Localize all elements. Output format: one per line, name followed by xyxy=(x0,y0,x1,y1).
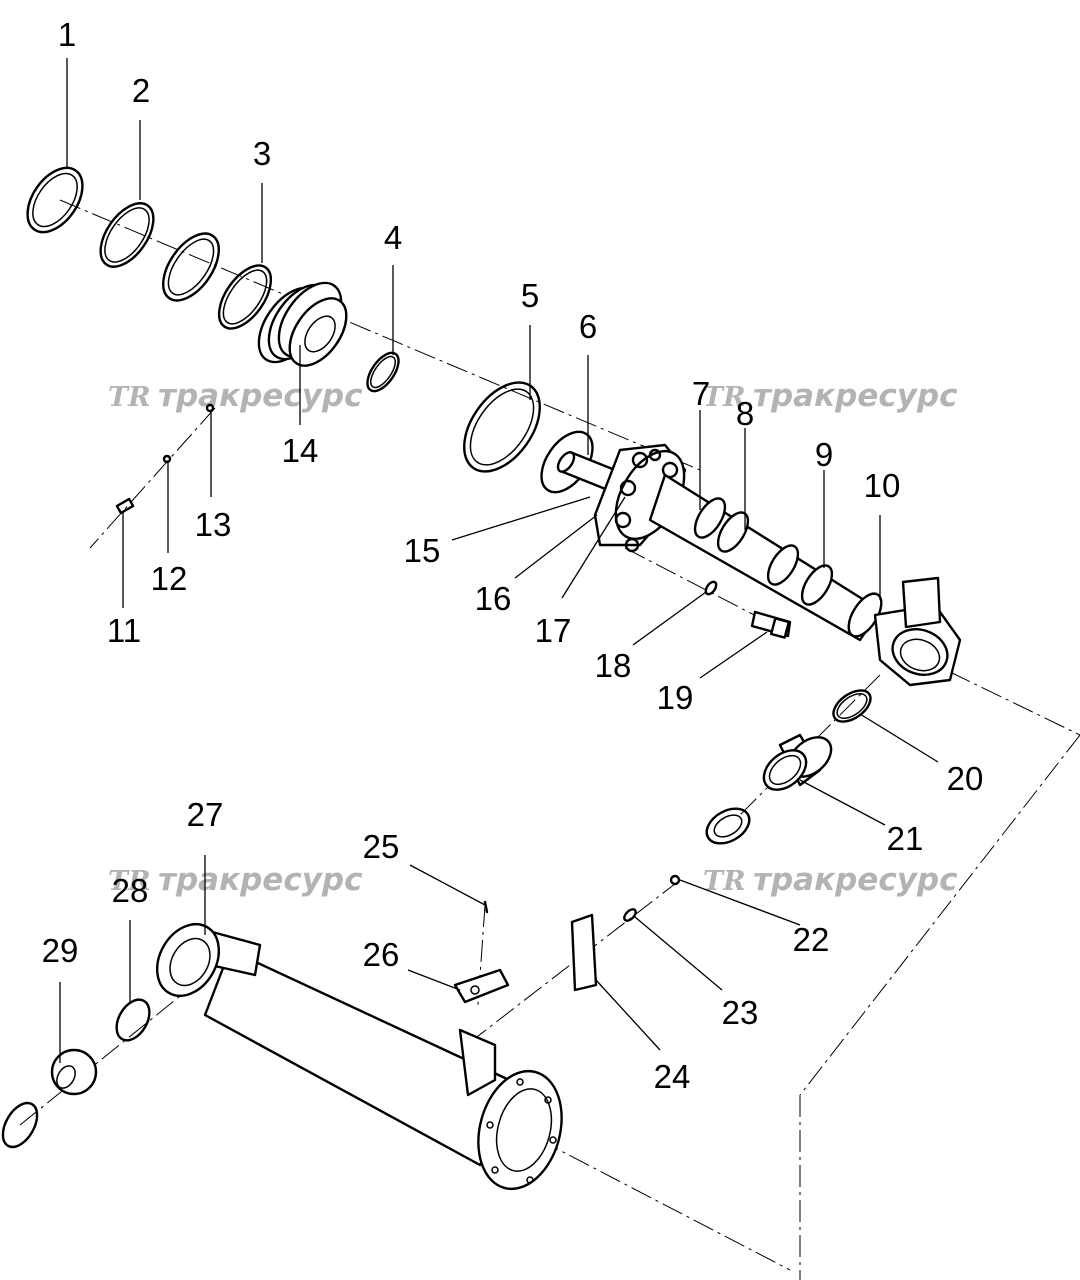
watermark-text: тракресурс xyxy=(158,862,363,898)
callout-10: 10 xyxy=(864,467,901,504)
callout-5: 5 xyxy=(521,277,539,314)
callout-25: 25 xyxy=(363,828,400,865)
callout-23: 23 xyxy=(722,994,759,1031)
leader-lines xyxy=(59,58,939,1063)
part-13-pin xyxy=(205,403,215,413)
part-21-bushing xyxy=(762,733,833,791)
watermark-1: TR тракресурс xyxy=(108,378,363,414)
callout-19: 19 xyxy=(657,679,694,716)
callout-11: 11 xyxy=(107,612,141,649)
callout-27: 27 xyxy=(187,796,224,833)
callout-14: 14 xyxy=(282,432,319,469)
callout-2: 2 xyxy=(132,72,150,109)
watermark-2: TR тракресурс xyxy=(703,378,958,414)
callout-6: 6 xyxy=(579,308,597,345)
part-12-pin xyxy=(162,454,172,464)
part-19-bolt xyxy=(750,610,792,639)
watermark-logo: TR xyxy=(108,866,151,897)
watermark-4: TR тракресурс xyxy=(703,862,958,898)
part-28-ring xyxy=(115,998,151,1042)
part-ring-end xyxy=(1,1101,39,1149)
part-5-ring xyxy=(463,381,541,473)
callout-15: 15 xyxy=(404,532,441,569)
callout-26: 26 xyxy=(363,936,400,973)
callout-7: 7 xyxy=(692,375,710,412)
watermark-logo: TR xyxy=(703,866,746,897)
part-14-piston xyxy=(257,281,348,367)
part-11-pin xyxy=(115,497,135,515)
part-4-ring xyxy=(366,351,400,393)
part-27-cylinder-barrel xyxy=(155,923,563,1191)
part-18-washer xyxy=(704,580,718,596)
callout-3: 3 xyxy=(253,135,271,172)
callout-12: 12 xyxy=(151,560,188,597)
part-1-ring xyxy=(26,166,84,234)
watermark-text: тракресурс xyxy=(753,378,958,414)
callout-28: 28 xyxy=(112,872,149,909)
callout-17: 17 xyxy=(535,612,572,649)
part-23-washer xyxy=(623,908,637,922)
callout-24: 24 xyxy=(654,1058,691,1095)
callout-20: 20 xyxy=(947,760,984,797)
watermark-logo: TR xyxy=(108,382,151,413)
callout-18: 18 xyxy=(595,647,632,684)
part-rod-eye xyxy=(873,576,962,687)
callout-22: 22 xyxy=(793,921,830,958)
part-25-screw xyxy=(483,900,489,914)
callout-8: 8 xyxy=(736,395,754,432)
callout-13: 13 xyxy=(195,506,232,543)
callout-1: 1 xyxy=(58,16,76,53)
watermark-text: тракресурс xyxy=(158,378,363,414)
watermark-text: тракресурс xyxy=(753,862,958,898)
watermark-3: TR тракресурс xyxy=(108,862,363,898)
part-24-plate xyxy=(570,913,598,992)
part-piston-rod xyxy=(648,473,883,642)
watermark-logo: TR xyxy=(703,382,746,413)
callout-9: 9 xyxy=(815,436,833,473)
part-3-ring xyxy=(217,264,273,330)
part-ring-seal-lower xyxy=(705,807,751,845)
part-2-ring xyxy=(99,202,155,268)
part-ring-unlabeled xyxy=(162,232,220,302)
part-22-screw xyxy=(669,874,681,886)
callout-16: 16 xyxy=(475,580,512,617)
callout-labels: 1 2 3 4 5 6 7 8 9 10 11 12 13 14 15 16 1… xyxy=(42,16,984,1095)
callout-4: 4 xyxy=(384,219,402,256)
part-20-ring xyxy=(832,689,872,723)
callout-21: 21 xyxy=(887,820,924,857)
part-29-ball xyxy=(50,1048,98,1096)
callout-29: 29 xyxy=(42,932,79,969)
part-26-bracket xyxy=(453,968,510,1004)
part-head-flange xyxy=(593,443,687,553)
